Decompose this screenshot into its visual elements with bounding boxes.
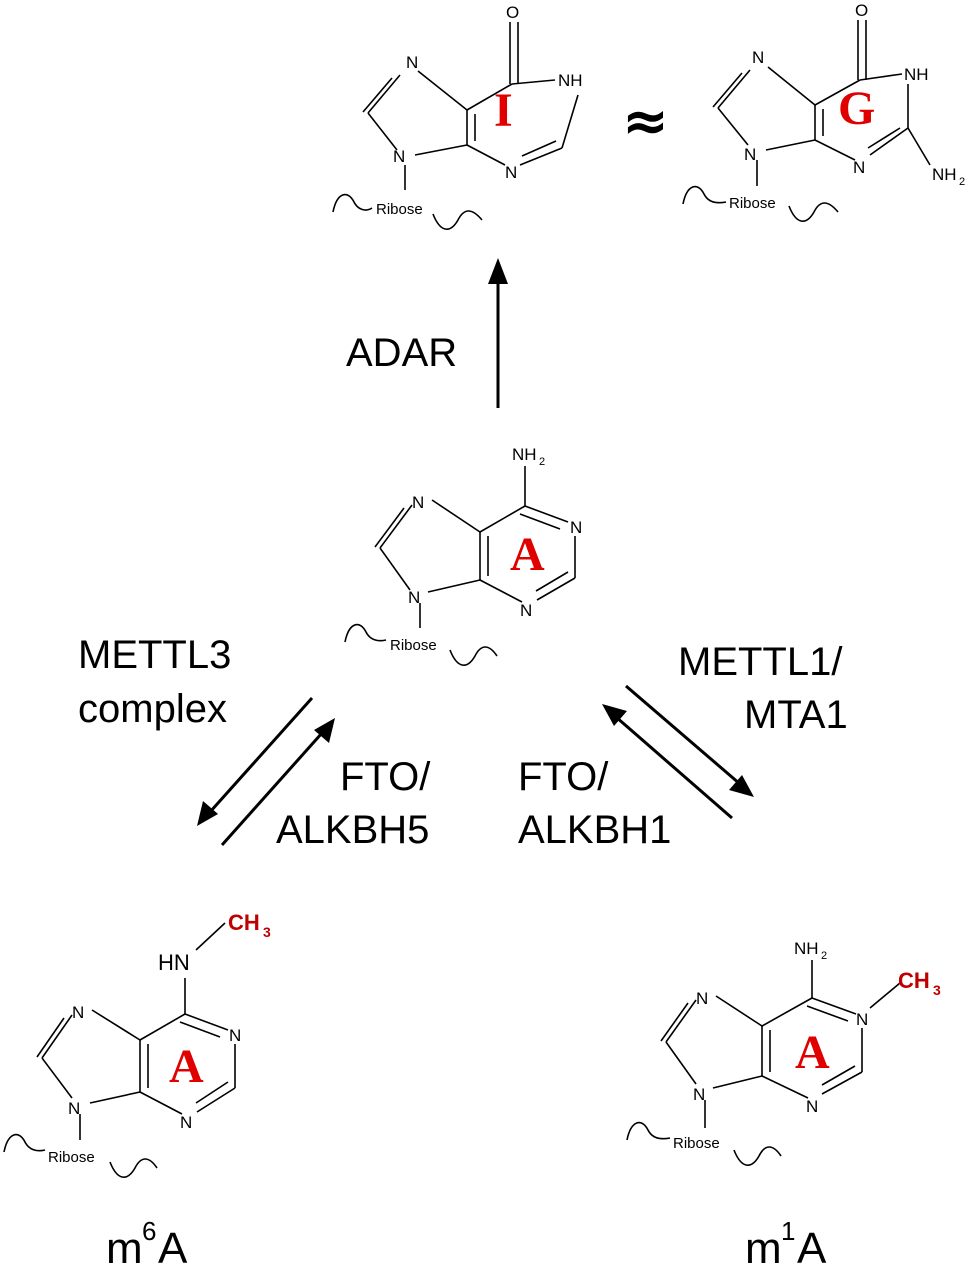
adar-label: ADAR bbox=[346, 331, 457, 375]
adenosine-n7: N bbox=[412, 493, 424, 512]
mettl3-label-line1: METTL3 bbox=[78, 633, 231, 677]
mettl1-arrow-head bbox=[729, 775, 754, 797]
adar-arrow-head bbox=[488, 258, 508, 284]
guanosine-structure: N N NH N O NH 2 G Ribose bbox=[682, 1, 965, 222]
m1a-nh2-sub: 2 bbox=[821, 950, 827, 962]
m1a-n7: N bbox=[696, 989, 708, 1008]
inosine-o6: O bbox=[506, 3, 519, 22]
adenosine-ribose: Ribose bbox=[390, 637, 437, 654]
inosine-letter: I bbox=[494, 84, 513, 137]
m1a-nh2: NH bbox=[794, 939, 819, 958]
fto-alkbh1-label-line2: ALKBH1 bbox=[518, 808, 671, 852]
m6a-n7: N bbox=[72, 1003, 84, 1022]
m1a-n1: N bbox=[856, 1010, 868, 1029]
m6a-name-sup: 6 bbox=[142, 1216, 156, 1246]
m6a-n9: N bbox=[68, 1099, 80, 1118]
m1a-methyl-sub: 3 bbox=[933, 982, 941, 998]
inosine-n1: NH bbox=[558, 71, 583, 90]
m1a-name-suffix: A bbox=[797, 1224, 827, 1273]
m6a-n3: N bbox=[180, 1113, 192, 1132]
m6a-name-prefix: m bbox=[106, 1224, 143, 1273]
inosine-n7: N bbox=[406, 53, 418, 72]
m6a-ribose: Ribose bbox=[48, 1149, 95, 1166]
guanosine-nh2-sub: 2 bbox=[959, 176, 965, 188]
m1a-name: m 1 A bbox=[745, 1216, 827, 1273]
fto-alkbh5-label-line1: FTO/ bbox=[340, 755, 431, 799]
m1a-n3: N bbox=[806, 1097, 818, 1116]
mettl1-label-line2: MTA1 bbox=[744, 693, 848, 737]
m1a-structure: N N N N NH 2 CH 3 A Ribose bbox=[626, 939, 941, 1166]
m6a-name: m 6 A bbox=[106, 1216, 188, 1273]
inosine-ribose: Ribose bbox=[376, 201, 423, 218]
mettl3-label-line2: complex bbox=[78, 687, 227, 731]
guanosine-ribose: Ribose bbox=[729, 195, 776, 212]
guanosine-n1: NH bbox=[904, 65, 929, 84]
adenosine-letter: A bbox=[510, 528, 545, 581]
guanosine-n7: N bbox=[752, 48, 764, 67]
guanosine-o6: O bbox=[855, 1, 868, 20]
m6a-methyl-sub: 3 bbox=[263, 924, 271, 940]
m1a-name-prefix: m bbox=[745, 1224, 782, 1273]
m1a-n9: N bbox=[693, 1085, 705, 1104]
inosine-n9: N bbox=[393, 147, 405, 166]
m6a-structure: N N N N HN CH 3 A Ribose bbox=[3, 910, 271, 1178]
mettl3-arrow-head bbox=[197, 801, 218, 826]
adenosine-n9: N bbox=[408, 588, 420, 607]
adenosine-n3: N bbox=[520, 601, 532, 620]
guanosine-letter: G bbox=[838, 82, 875, 135]
m1a-ribose: Ribose bbox=[673, 1135, 720, 1152]
fto-alkbh5-arrow bbox=[220, 732, 324, 846]
inosine-n3: N bbox=[505, 163, 517, 182]
guanosine-nh2: NH bbox=[932, 165, 957, 184]
m6a-methyl: CH bbox=[228, 910, 260, 935]
mettl1-label-line1: METTL1/ bbox=[678, 640, 843, 684]
mettl1-arrow bbox=[625, 684, 741, 786]
adenosine-nh2-sub: 2 bbox=[539, 456, 545, 468]
m6a-name-suffix: A bbox=[158, 1224, 188, 1273]
m1a-letter: A bbox=[795, 1026, 830, 1079]
m1a-methyl: CH bbox=[898, 968, 930, 993]
fto-alkbh1-arrow bbox=[615, 715, 733, 820]
fto-alkbh1-arrow-head bbox=[602, 704, 627, 726]
fto-alkbh5-arrow-head bbox=[314, 718, 335, 743]
approx-symbol: ≈ bbox=[622, 89, 669, 154]
adenosine-nh2: NH bbox=[512, 445, 537, 464]
fto-alkbh5-label-line2: ALKBH5 bbox=[276, 808, 429, 852]
m1a-name-sup: 1 bbox=[781, 1216, 795, 1246]
inosine-structure: N N NH N O I Ribose bbox=[332, 3, 583, 230]
guanosine-n3: N bbox=[853, 158, 865, 177]
fto-alkbh1-label-line1: FTO/ bbox=[518, 755, 609, 799]
guanosine-n9: N bbox=[744, 145, 756, 164]
m6a-n1: N bbox=[229, 1026, 241, 1045]
mettl3-arrow bbox=[208, 696, 314, 814]
adenosine-n1: N bbox=[570, 518, 582, 537]
m6a-hn: HN bbox=[158, 950, 190, 975]
m6a-letter: A bbox=[169, 1040, 204, 1093]
adenosine-structure: N N N N NH 2 A Ribose bbox=[344, 445, 582, 666]
